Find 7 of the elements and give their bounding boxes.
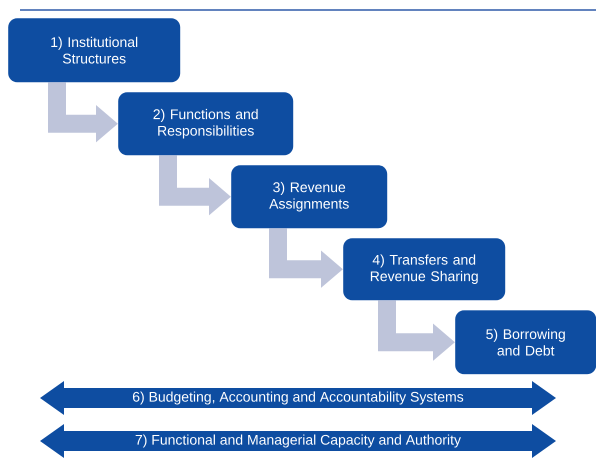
step-box: 5) Borrowing and Debt (455, 310, 596, 374)
step-box: 4) Transfers and Revenue Sharing (343, 238, 506, 300)
double-arrow-band: 6) Budgeting, Accounting and Accountability Systems (40, 381, 556, 415)
double-arrow-band: 7) Functional and Managerial Capacity and Authority (40, 424, 556, 458)
step-box: 2) Functions and Responsibilities (118, 92, 294, 156)
step-box: 1) Institutional Structures (8, 18, 180, 82)
step-box: 3) Revenue Assignments (231, 165, 388, 228)
